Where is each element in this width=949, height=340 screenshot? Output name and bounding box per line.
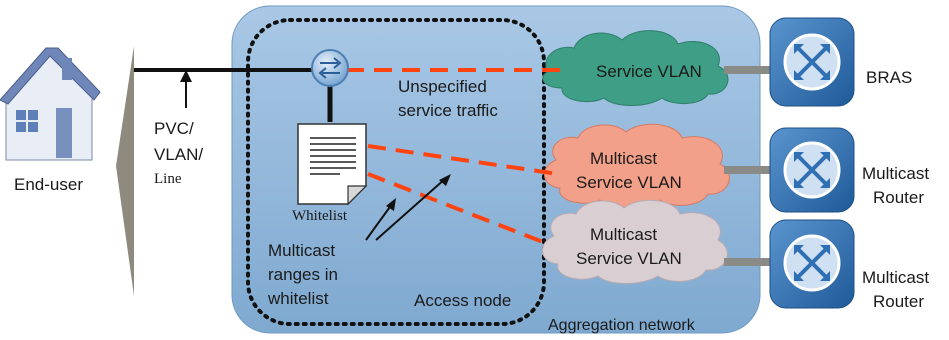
line-termination-wedge — [116, 46, 134, 296]
whitelist-label: Whitelist — [292, 208, 348, 224]
connector-3 — [724, 258, 770, 266]
router-label-1a: Multicast — [862, 164, 929, 183]
ranges-arrow-1 — [365, 198, 396, 241]
connector-1 — [724, 66, 770, 74]
unspecified-label-1: Unspecified — [398, 77, 487, 96]
ranges-label-1: Multicast — [268, 241, 335, 260]
cloud-label: Service VLAN — [596, 62, 702, 81]
ranges-label-2: ranges in — [268, 265, 338, 284]
cloud-label: Multicast — [590, 149, 657, 168]
pvc-arrow — [180, 70, 192, 108]
cloud-label: Multicast — [590, 225, 657, 244]
router-label-1b: Router — [873, 188, 924, 207]
router-label-2a: Multicast — [862, 268, 929, 287]
bras-label: BRAS — [866, 68, 912, 87]
unspecified-label-2: service traffic — [398, 101, 498, 120]
multicast-traffic-dash-2 — [367, 172, 549, 246]
connector-2 — [724, 166, 770, 174]
pvc-label-1: PVC/ — [154, 119, 194, 138]
house-icon — [0, 47, 101, 161]
pvc-label-3: Line — [154, 171, 182, 187]
aggregation-network-label: Aggregation network — [548, 317, 696, 334]
multicast-service-vlan-cloud-2: Multicast Service VLAN — [542, 199, 728, 284]
multicast-service-vlan-cloud-1: Multicast Service VLAN — [544, 123, 730, 208]
pvc-label-2: VLAN/ — [154, 145, 203, 164]
end-user-label: End-user — [14, 175, 83, 194]
cloud-label: Service VLAN — [576, 249, 682, 268]
multicast-router-icon-2 — [769, 219, 855, 309]
multicast-traffic-dash-1 — [367, 144, 559, 176]
access-node-label: Access node — [414, 291, 511, 310]
ranges-label-3: whitelist — [267, 289, 329, 308]
switch-icon — [311, 49, 349, 87]
document-icon — [297, 123, 368, 206]
service-vlan-cloud: Service VLAN — [542, 30, 729, 106]
bras-router-icon — [769, 17, 855, 107]
cloud-label: Service VLAN — [576, 173, 682, 192]
router-label-2b: Router — [873, 292, 924, 311]
ranges-arrow-2 — [375, 174, 451, 241]
multicast-router-icon-1 — [769, 127, 855, 213]
